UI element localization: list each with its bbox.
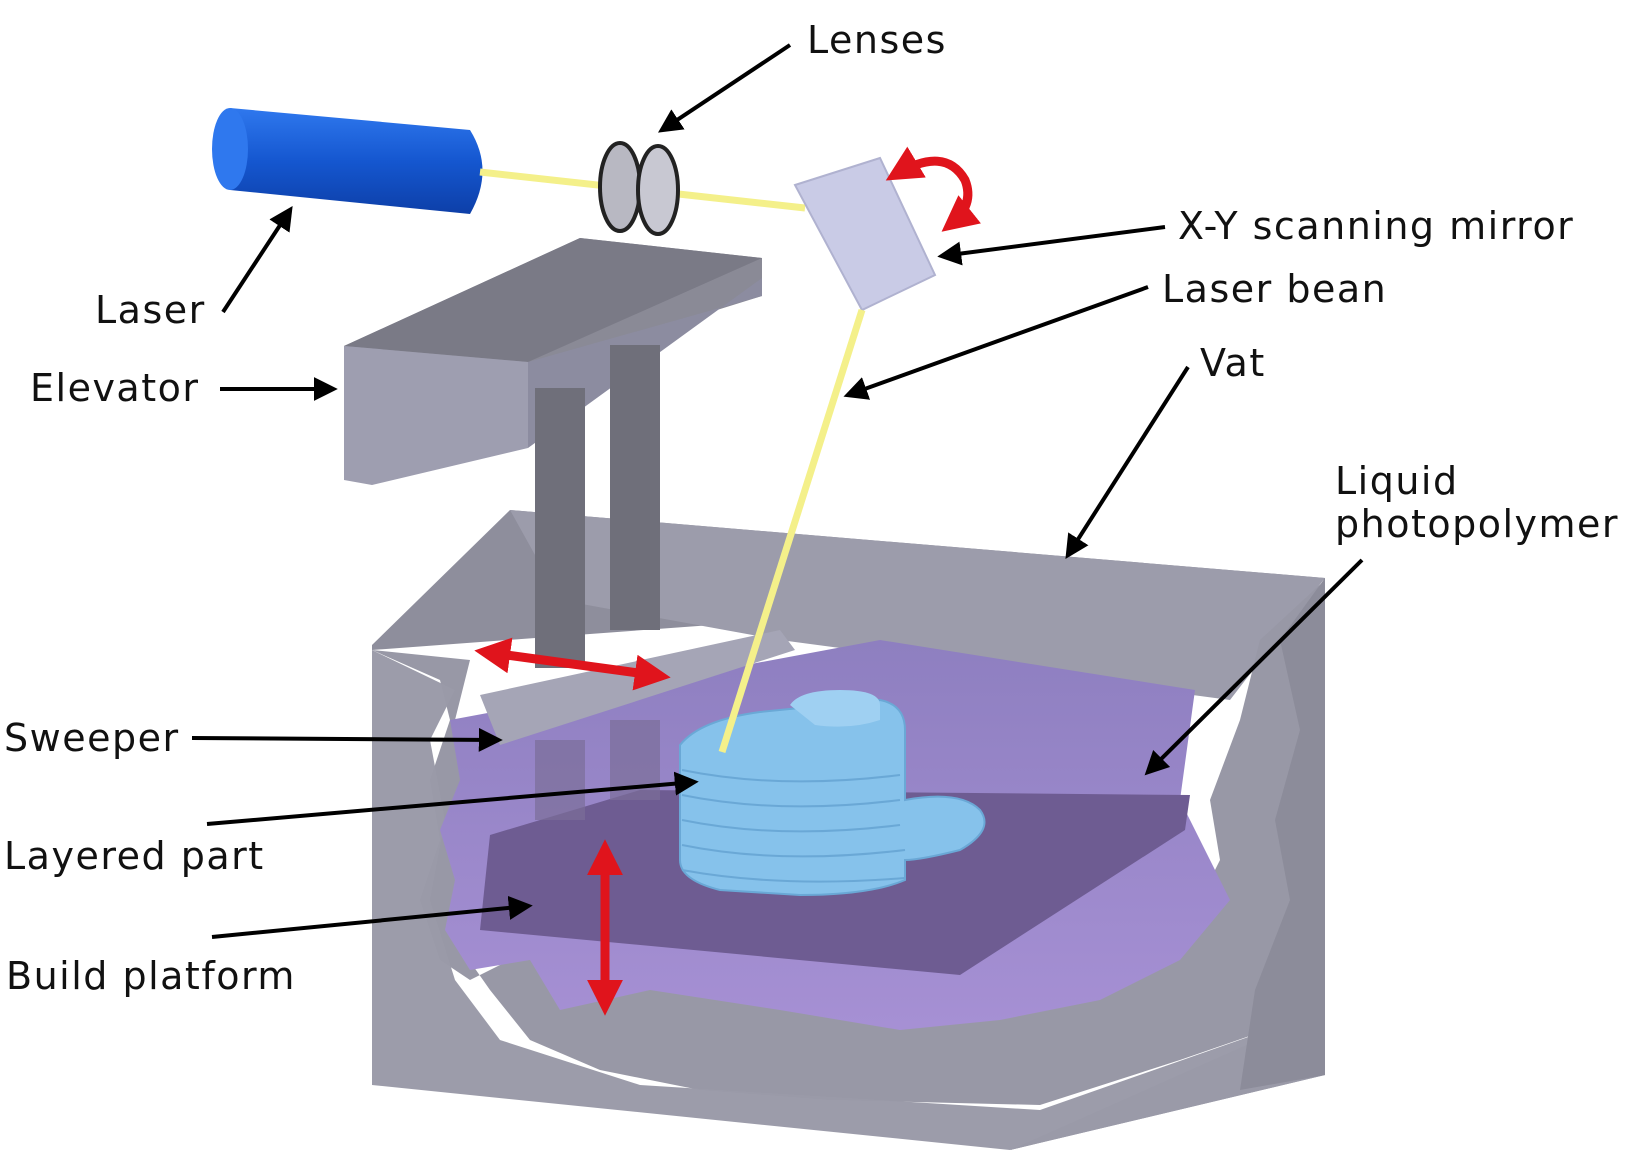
laser-arrow bbox=[221, 205, 293, 314]
laser-end-cap bbox=[212, 108, 248, 190]
layered-part-arrow bbox=[206, 771, 699, 826]
sweeper-motion-arrow bbox=[474, 637, 671, 691]
mirror-plate bbox=[793, 156, 937, 312]
laser-beam-arrow bbox=[843, 285, 1149, 400]
lenses-arrow bbox=[658, 43, 792, 133]
elevator-front-face bbox=[344, 346, 528, 485]
label-sweeper: Sweeper bbox=[4, 716, 180, 760]
elevator bbox=[344, 238, 762, 820]
build-platform-arrow bbox=[211, 895, 533, 939]
label-liquid-line2: photopolymer bbox=[1335, 502, 1619, 546]
laser-beam-down bbox=[718, 308, 866, 754]
vat-right-wall bbox=[1240, 578, 1325, 1090]
laser-source bbox=[212, 108, 483, 214]
label-build-platform: Build platform bbox=[6, 954, 296, 998]
label-lenses: Lenses bbox=[807, 18, 947, 62]
label-laser-beam: Laser bean bbox=[1162, 267, 1387, 311]
leader-arrows bbox=[191, 43, 1364, 939]
label-liquid-line1: Liquid bbox=[1335, 459, 1459, 503]
label-layered-part: Layered part bbox=[4, 834, 265, 878]
label-xy-mirror: X-Y scanning mirror bbox=[1178, 204, 1574, 248]
elevator-rod-left bbox=[535, 388, 585, 668]
elevator-rod-left-lower bbox=[535, 740, 585, 820]
layered-part bbox=[679, 690, 986, 897]
label-laser: Laser bbox=[95, 288, 206, 332]
part-layer-lines bbox=[681, 769, 906, 883]
liquid-arrow bbox=[1144, 558, 1364, 776]
mirror-rotation-arrow bbox=[885, 146, 981, 232]
lens-2 bbox=[636, 144, 680, 236]
vat-base bbox=[372, 580, 1325, 1150]
label-elevator: Elevator bbox=[30, 366, 200, 410]
xy-mirror-arrow bbox=[937, 225, 1166, 266]
vat-back-wall bbox=[510, 510, 1325, 700]
label-vat: Vat bbox=[1200, 341, 1266, 385]
xy-scanning-mirror bbox=[793, 156, 937, 312]
lens-1 bbox=[598, 141, 642, 233]
part-top-lobe bbox=[790, 690, 880, 727]
part-base bbox=[679, 698, 986, 897]
laser-body bbox=[217, 108, 483, 214]
motion-arrows bbox=[474, 146, 981, 1016]
sweeper-arrow bbox=[191, 727, 503, 752]
elevator-top-face bbox=[344, 238, 762, 362]
labels: Lenses Laser X-Y scanning mirror Laser b… bbox=[4, 18, 1619, 998]
vat-arrow bbox=[1065, 365, 1190, 560]
elevator-rod-right bbox=[610, 345, 660, 630]
lenses bbox=[598, 141, 680, 236]
